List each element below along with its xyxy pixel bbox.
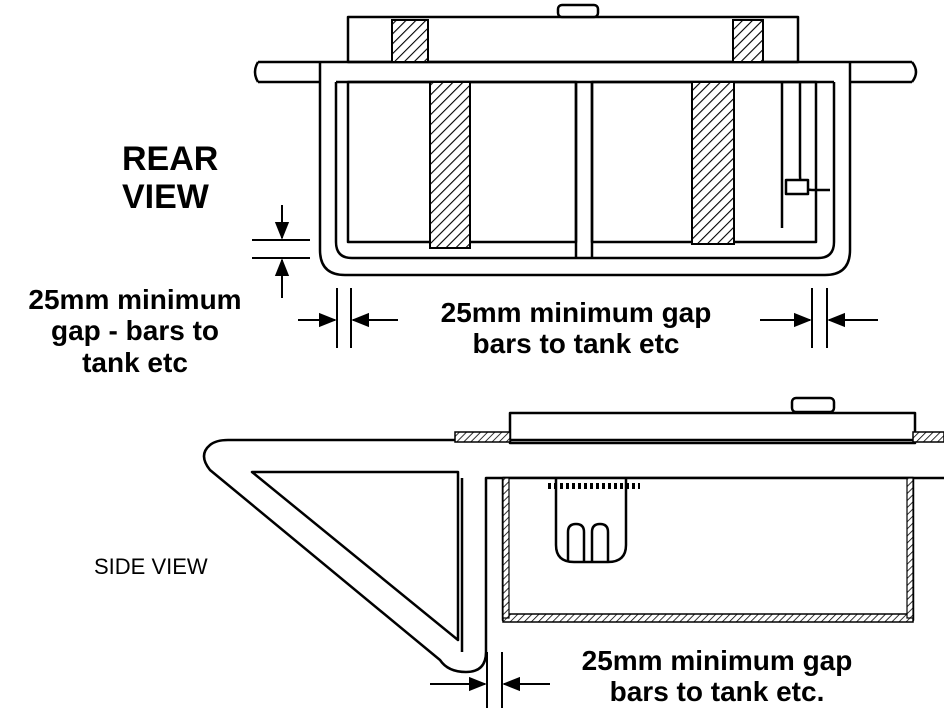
side-strap-base	[502, 613, 914, 623]
rear-left-gap-dimension	[298, 288, 398, 348]
rear-pipe	[780, 82, 830, 228]
side-tank-body	[501, 476, 915, 622]
rear-view-drawing	[253, 3, 918, 277]
rear-right-gap-dimension	[760, 288, 878, 348]
rear-inner-bar	[334, 82, 836, 260]
rear-view-title-line2: VIEW	[122, 178, 209, 217]
rear-vertical-gap-dimension	[252, 205, 310, 298]
side-gap-dimension	[430, 652, 550, 708]
side-bracket-inner	[250, 470, 460, 642]
side-bracket-outer	[202, 438, 944, 674]
side-strap-right-wall	[906, 477, 914, 619]
rear-side-gap-label: 25mm minimum gap bars to tank etc	[400, 297, 752, 360]
side-gap-line2: bars to tank etc.	[609, 676, 825, 708]
rear-strap-top-left	[391, 19, 429, 63]
rear-left-gap-label: 25mm minimum gap - bars to tank etc	[10, 284, 260, 378]
rear-deck-right	[850, 60, 918, 84]
rear-view-title-line1: REAR	[122, 140, 219, 178]
rear-fitting	[784, 178, 810, 196]
rear-deck-left	[253, 60, 320, 84]
rear-strap-top-right	[732, 19, 764, 63]
side-filler-cap	[790, 396, 836, 414]
rear-strap-left	[429, 81, 471, 249]
side-tank-top	[508, 411, 917, 445]
side-view-title: SIDE VIEW	[94, 554, 208, 579]
side-strap-right-top	[912, 431, 944, 443]
side-gap-label: 25mm minimum gap bars to tank etc.	[552, 645, 882, 708]
side-strap-left-wall	[502, 477, 510, 619]
side-gap-line1: 25mm minimum gap	[581, 645, 853, 676]
rear-outer-bar	[318, 62, 852, 277]
rear-side-gap-line1: 25mm minimum gap	[440, 297, 712, 328]
rear-view-title: REAR VIEW	[122, 140, 218, 216]
rear-left-gap-line1: 25mm minimum	[28, 284, 242, 315]
side-strap-top	[454, 431, 511, 443]
rear-filler-cap	[556, 3, 600, 19]
rear-side-gap-line2: bars to tank etc	[472, 328, 680, 360]
rear-left-gap-line2: gap - bars to	[50, 315, 219, 347]
side-view-drawing	[202, 396, 944, 674]
rear-strap-right	[691, 81, 735, 245]
rear-left-gap-line3: tank etc	[82, 346, 188, 378]
